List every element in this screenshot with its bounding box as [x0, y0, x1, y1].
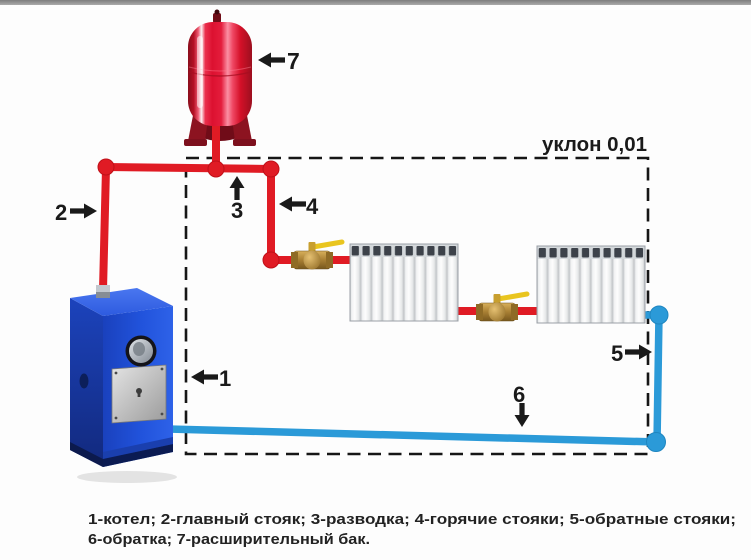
- tank-seam-line: [188, 71, 252, 77]
- pipe-junction: [262, 160, 280, 178]
- tank-seam-highlight: [188, 66, 252, 72]
- pipe-junction: [262, 251, 280, 269]
- radiator-outline: [349, 243, 459, 322]
- caption-line-2: 6-обратка; 7-расширительный бак.: [88, 531, 370, 548]
- supply-junctions: [97, 158, 280, 269]
- boiler-plate-screws: [114, 367, 164, 420]
- radiator-top-slots: [538, 247, 644, 258]
- supply-pipes: [99, 118, 546, 315]
- radiator-1: [349, 243, 459, 322]
- return-bottom-pipe: [164, 425, 661, 446]
- radiator-outline: [536, 245, 646, 324]
- callout-label-4: 4: [306, 194, 319, 219]
- boiler-gauge-dial: [133, 342, 145, 356]
- top-border-bar: [0, 0, 751, 5]
- radiator-top-slots: [351, 245, 457, 256]
- boiler-side-hole: [79, 373, 89, 389]
- boiler-outlet-fitting: [96, 285, 110, 294]
- pipe-junction: [97, 158, 115, 176]
- tank-gloss-highlight: [197, 36, 203, 108]
- pipe-junction: [207, 160, 225, 178]
- caption-line-1: 1-котел; 2-главный стояк; 3-разводка; 4-…: [88, 511, 736, 528]
- boiler-pedestal-band-left: [70, 442, 103, 467]
- room-outline-dashed: [184, 156, 650, 456]
- callout-label-7: 7: [287, 48, 300, 74]
- radiator-2: [536, 245, 646, 324]
- tank-nipple-cap: [214, 9, 220, 15]
- boiler-plate-keyhole-slot: [137, 391, 141, 397]
- callout-label-6: 6: [513, 382, 525, 407]
- boiler: [70, 285, 177, 483]
- boiler-shadow: [77, 471, 177, 483]
- boiler-pedestal-band: [103, 444, 173, 467]
- distribution-pipe: [102, 163, 275, 173]
- slope-label: уклон 0,01: [542, 134, 647, 156]
- callout-arrow-1: [191, 369, 218, 385]
- boiler-top-face: [70, 288, 173, 316]
- tank-nipple: [213, 13, 221, 23]
- callout-label-3: 3: [231, 198, 243, 223]
- main-riser-pipe: [99, 164, 110, 294]
- boiler-outlet-fitting-base: [96, 292, 110, 298]
- callout-label-1: 1: [219, 366, 231, 391]
- callout-arrow-7: [258, 52, 285, 68]
- expansion-tank: [184, 9, 256, 146]
- callout-arrow-6: [514, 403, 530, 427]
- boiler-pedestal: [103, 437, 173, 459]
- callout-arrow-4: [279, 196, 306, 212]
- tank-foot-right: [233, 139, 256, 146]
- pipe-junction: [649, 305, 669, 325]
- return-riser-pipe: [653, 311, 663, 447]
- callout-label-5: 5: [611, 341, 623, 366]
- callout-arrow-5: [625, 344, 652, 360]
- pipe-junction: [646, 432, 666, 452]
- tank-body: [188, 22, 252, 126]
- tank-foot-left: [184, 139, 207, 146]
- callout-arrow-3: [229, 176, 245, 200]
- callout-label-2: 2: [55, 200, 67, 225]
- callout-arrow-2: [70, 203, 97, 219]
- return-junctions: [646, 305, 669, 452]
- callout-arrows: [70, 52, 652, 427]
